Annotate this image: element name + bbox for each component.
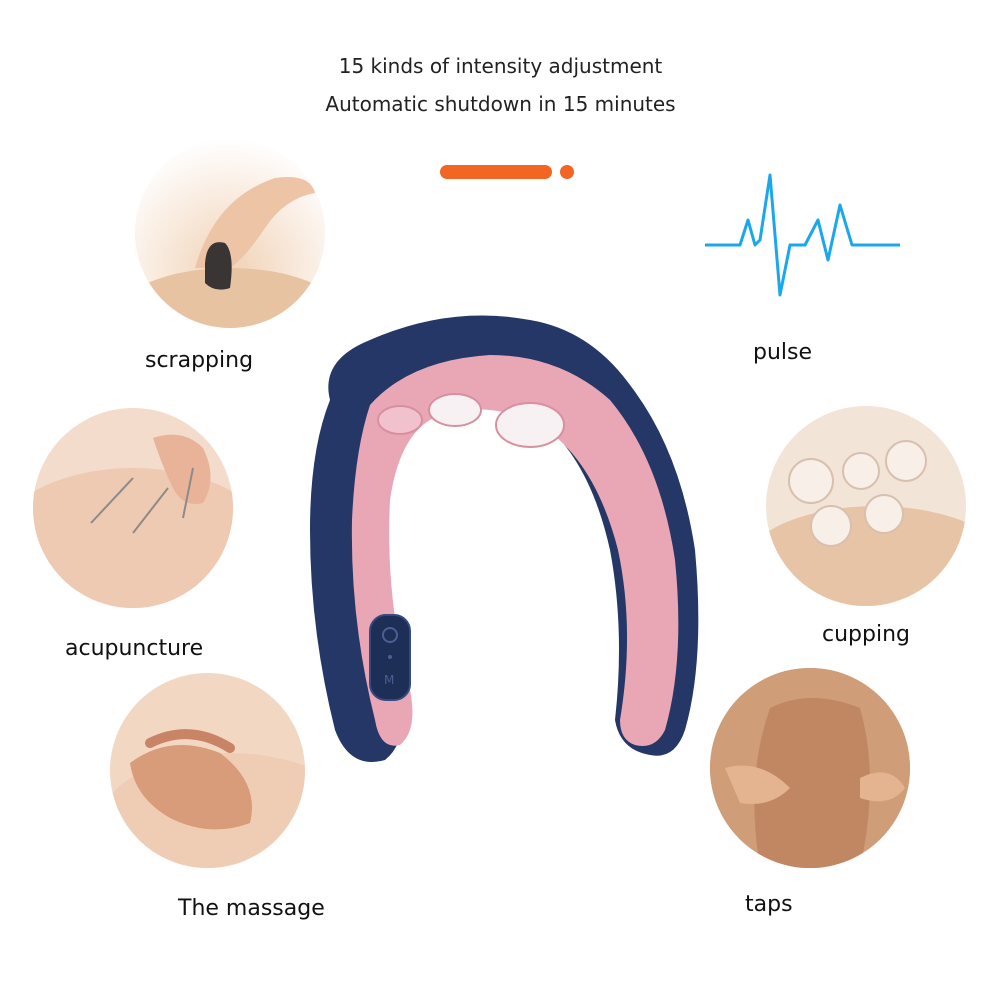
hand-massage-image <box>110 673 305 868</box>
mode-label-massage: The massage <box>178 896 325 921</box>
mode-label-taps: taps <box>745 892 793 917</box>
acupuncture-needles-image <box>33 408 233 608</box>
stone-scraping-image <box>135 138 325 328</box>
headline-intensity: 15 kinds of intensity adjustment <box>338 54 663 78</box>
accent-bar <box>440 165 552 179</box>
pulse-wave-icon <box>705 173 900 297</box>
neck-massager-device: M <box>310 315 699 762</box>
cupping-glass-image <box>766 406 966 606</box>
mode-label-pulse: pulse <box>753 340 813 365</box>
back-taps-image <box>710 668 910 868</box>
mode-label-scrapping: scrapping <box>145 348 254 373</box>
accent-dot <box>560 165 574 179</box>
headline-shutdown: Automatic shutdown in 15 minutes <box>325 92 676 116</box>
mode-label-acupuncture: acupuncture <box>65 636 204 661</box>
mode-label-cupping: cupping <box>822 622 910 647</box>
svg-text:M: M <box>384 673 394 687</box>
